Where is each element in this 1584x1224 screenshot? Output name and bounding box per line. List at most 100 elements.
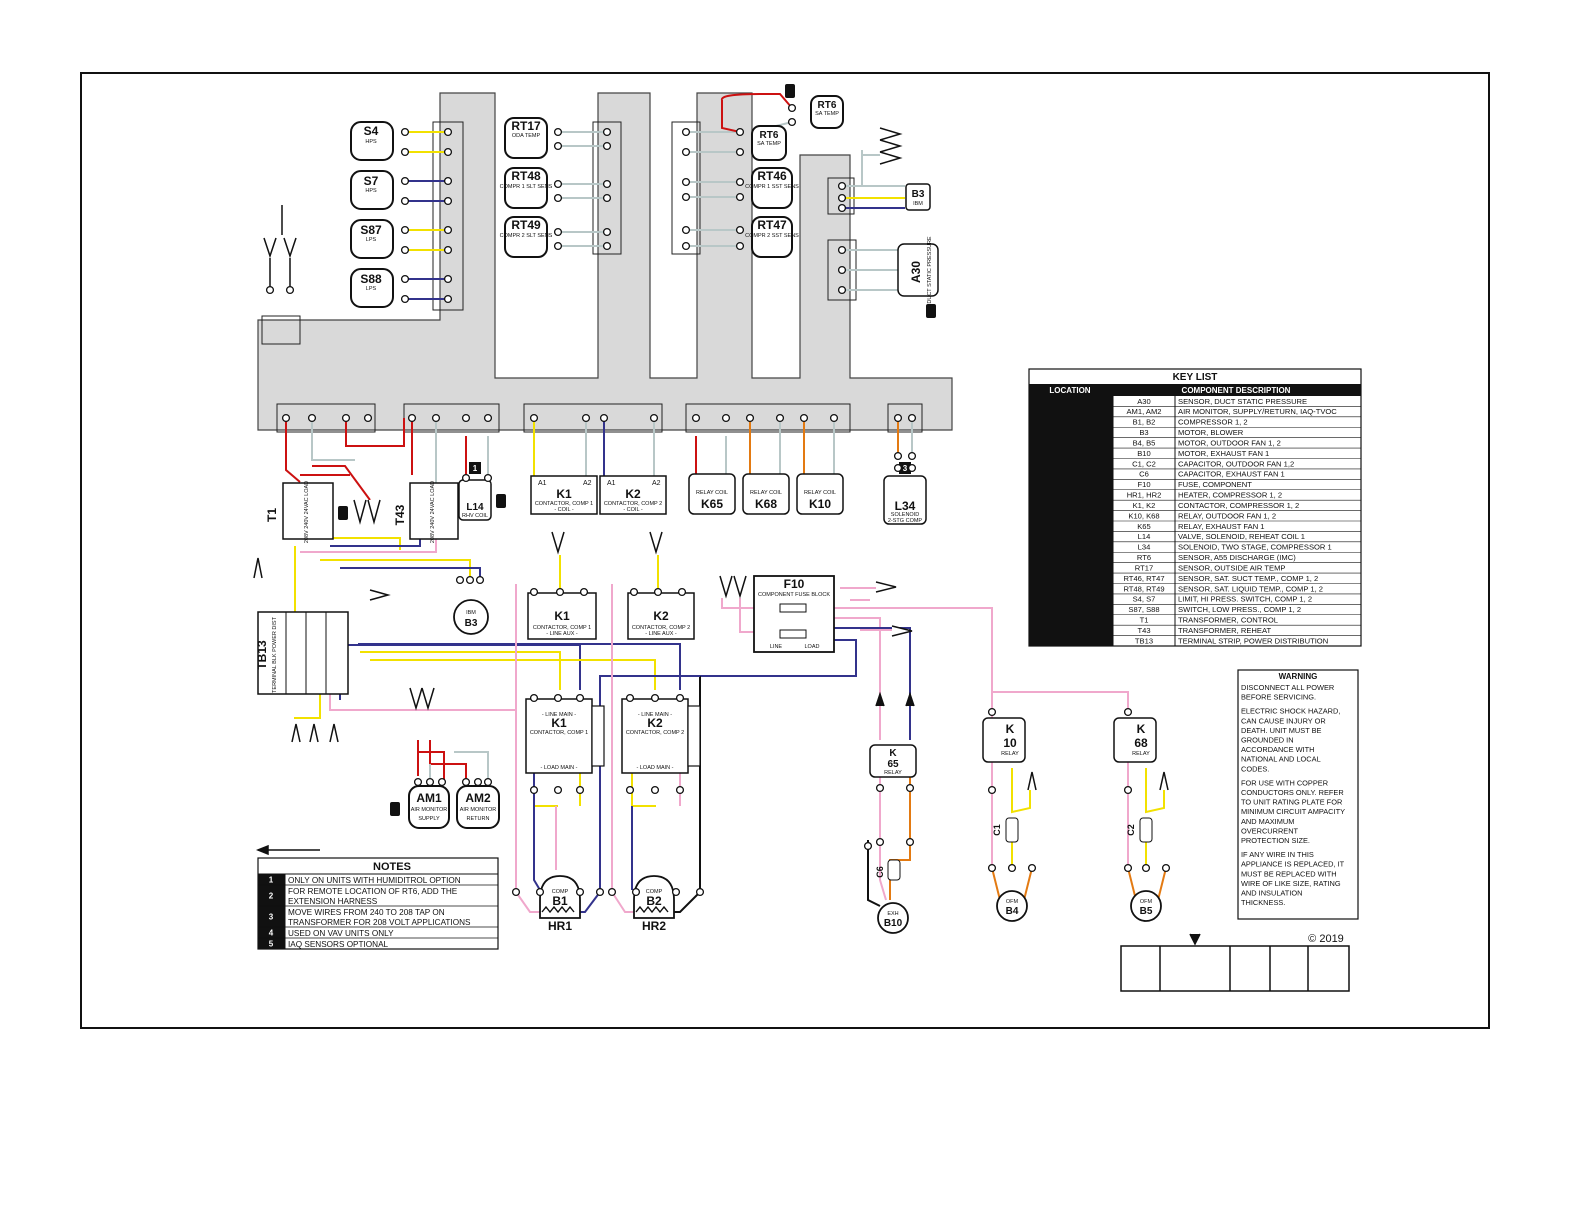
terminal-block-TB13: TB13 TERMINAL BLK POWER DIST <box>255 611 349 695</box>
svg-text:T43: T43 <box>393 504 407 525</box>
terminal-dot <box>455 575 465 585</box>
exhaust-motor-B10: EXH B10 C6 <box>875 859 909 934</box>
terminal-dot <box>1123 707 1133 717</box>
svg-text:RT6: RT6 <box>818 100 837 111</box>
terminal-dot <box>529 587 539 597</box>
svg-text:RELAY: RELAY <box>1132 751 1150 757</box>
key-list-code: RT48, RT49 <box>1123 584 1164 593</box>
warning-text: OVERCURRENT <box>1241 826 1299 835</box>
svg-text:RT6: RT6 <box>760 130 779 141</box>
note-number: 4 <box>269 929 274 938</box>
svg-text:C6: C6 <box>875 866 885 878</box>
terminal-dot <box>602 127 612 137</box>
terminal-dot <box>735 192 745 202</box>
svg-text:- LINE AUX -: - LINE AUX - <box>645 631 677 637</box>
note-number: 3 <box>269 913 274 922</box>
terminal-dot <box>671 887 681 897</box>
svg-text:208V 240V 24VAC LOAD: 208V 240V 24VAC LOAD <box>430 481 436 543</box>
key-list-description: CONTACTOR, COMPRESSOR 1, 2 <box>1178 501 1299 510</box>
svg-text:AIR MONITOR: AIR MONITOR <box>460 807 497 813</box>
key-list-description: AIR MONITOR, SUPPLY/RETURN, IAQ-TVOC <box>1178 407 1337 416</box>
warning-text: FOR USE WITH COPPER <box>1241 778 1328 787</box>
key-list-code: HR1, HR2 <box>1127 491 1162 500</box>
transformer-T43: T43 208V 240V 24VAC LOAD <box>393 481 459 543</box>
key-list-code: RT6 <box>1137 553 1151 562</box>
svg-text:C1: C1 <box>992 824 1002 836</box>
svg-text:CONTACTOR, COMP 1: CONTACTOR, COMP 1 <box>535 501 593 507</box>
svg-text:CONTACTOR, COMP 2: CONTACTOR, COMP 2 <box>632 625 690 631</box>
svg-text:COMPR 1 SST SENS: COMPR 1 SST SENS <box>745 184 799 190</box>
key-list-description: FUSE, COMPONENT <box>1178 480 1252 489</box>
svg-text:K65: K65 <box>701 497 723 511</box>
svg-text:COMP: COMP <box>552 889 569 895</box>
sensor-RT48: RT48 COMPR 1 SLT SENS <box>500 167 553 209</box>
warning-title: WARNING <box>1279 672 1318 681</box>
terminal-dot <box>1123 785 1133 795</box>
S4-label: S4 <box>364 124 379 138</box>
key-list-description: CAPACITOR, OUTDOOR FAN 1,2 <box>1178 459 1294 468</box>
terminal-dot <box>443 274 453 284</box>
svg-text:- LOAD MAIN -: - LOAD MAIN - <box>541 765 578 771</box>
terminal-dot <box>907 413 917 423</box>
key-list-row: RT46, RT47 SENSOR, SAT. SUCT TEMP., COMP … <box>1113 574 1361 584</box>
note-number: 5 <box>269 940 274 949</box>
terminal-dot <box>1141 863 1151 873</box>
warning-text: GROUNDED IN <box>1241 736 1294 745</box>
svg-text:LPS: LPS <box>366 286 377 292</box>
terminal-dot <box>431 413 441 423</box>
svg-text:HPS: HPS <box>365 188 377 194</box>
key-list-description: CAPACITOR, EXHAUST FAN 1 <box>1178 470 1285 479</box>
terminal-dot <box>907 463 917 473</box>
copyright: © 2019 <box>1308 933 1344 945</box>
key-list-description: TERMINAL STRIP, POWER DISTRIBUTION <box>1178 636 1328 645</box>
key-list-code: B3 <box>1139 428 1148 437</box>
key-list-code: RT46, RT47 <box>1123 574 1164 583</box>
svg-text:HR2: HR2 <box>642 919 666 933</box>
svg-text:A30: A30 <box>909 261 923 283</box>
terminal-dot <box>443 294 453 304</box>
sensor-S88: S88 LPS <box>350 268 394 308</box>
svg-text:B1: B1 <box>552 894 568 908</box>
key-list-code: C1, C2 <box>1132 459 1156 468</box>
terminal-dot <box>443 176 453 186</box>
terminal-dot <box>400 196 410 206</box>
svg-text:COMPONENT FUSE BLOCK: COMPONENT FUSE BLOCK <box>758 592 830 598</box>
key-list-description: SENSOR, DUCT STATIC PRESSURE <box>1178 397 1307 406</box>
terminal-dot <box>837 193 847 203</box>
svg-text:SA TEMP: SA TEMP <box>757 141 781 147</box>
key-list-description: SENSOR, SAT. SUCT TEMP., COMP 1, 2 <box>1178 574 1318 583</box>
svg-text:IBM: IBM <box>466 610 476 616</box>
svg-text:A2: A2 <box>652 480 661 487</box>
terminal-dot <box>735 147 745 157</box>
wires <box>258 93 1167 913</box>
relay-K10-coil: RELAY COIL K10 <box>796 473 844 515</box>
terminal-dot <box>691 413 701 423</box>
key-list-description: COMPRESSOR 1, 2 <box>1178 418 1248 427</box>
sensor-RT47: RT47 COMPR 2 SST SENS <box>745 216 799 258</box>
terminal-dot <box>602 227 612 237</box>
svg-text:1: 1 <box>473 464 478 473</box>
note-marker-1: 1 <box>469 462 481 474</box>
terminal-dot <box>837 203 847 213</box>
warning-text: AND INSULATION <box>1241 889 1302 898</box>
terminal-dot <box>1161 863 1171 873</box>
note-number: 1 <box>269 876 274 885</box>
key-list-description: SENSOR, A55 DISCHARGE (IMC) <box>1178 553 1296 562</box>
terminal-dot <box>1007 863 1017 873</box>
terminal-dot <box>407 413 417 423</box>
terminal-dot <box>681 127 691 137</box>
svg-text:K10: K10 <box>809 497 831 511</box>
key-list-description: SWITCH, LOW PRESS., COMP 1, 2 <box>1178 605 1301 614</box>
terminal-dot <box>400 274 410 284</box>
svg-text:CONTACTOR, COMP 2: CONTACTOR, COMP 2 <box>604 501 662 507</box>
terminal-dot <box>400 225 410 235</box>
terminal-dot <box>575 785 585 795</box>
key-list-description: MOTOR, OUTDOOR FAN 1, 2 <box>1178 438 1281 447</box>
terminal-dot <box>799 413 809 423</box>
